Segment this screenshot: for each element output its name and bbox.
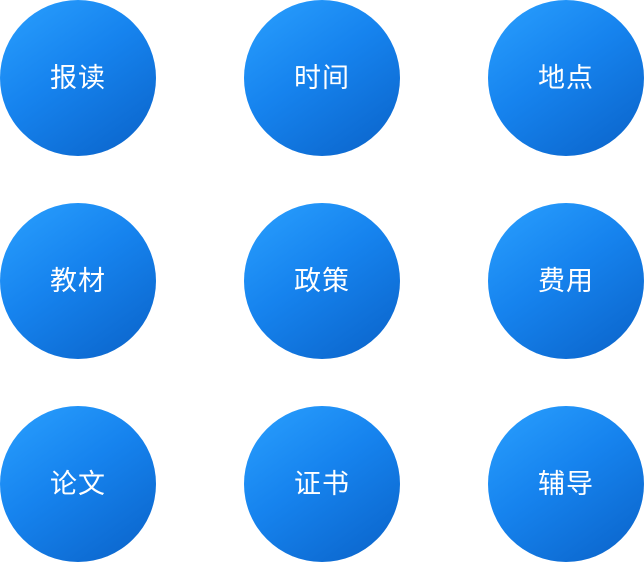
category-label: 辅导 [538,468,594,500]
category-label: 报读 [50,62,106,94]
category-label: 教材 [50,265,106,297]
category-button-location[interactable]: 地点 [488,0,644,156]
category-label: 地点 [538,62,594,94]
category-button-policy[interactable]: 政策 [244,203,400,359]
category-button-time[interactable]: 时间 [244,0,400,156]
category-label: 费用 [538,265,594,297]
category-label: 政策 [294,265,350,297]
category-button-textbooks[interactable]: 教材 [0,203,156,359]
category-label: 证书 [294,468,350,500]
category-button-fees[interactable]: 费用 [488,203,644,359]
category-label: 时间 [294,62,350,94]
category-button-certificate[interactable]: 证书 [244,406,400,562]
category-button-tutoring[interactable]: 辅导 [488,406,644,562]
category-button-enroll[interactable]: 报读 [0,0,156,156]
category-label: 论文 [50,468,106,500]
category-button-thesis[interactable]: 论文 [0,406,156,562]
